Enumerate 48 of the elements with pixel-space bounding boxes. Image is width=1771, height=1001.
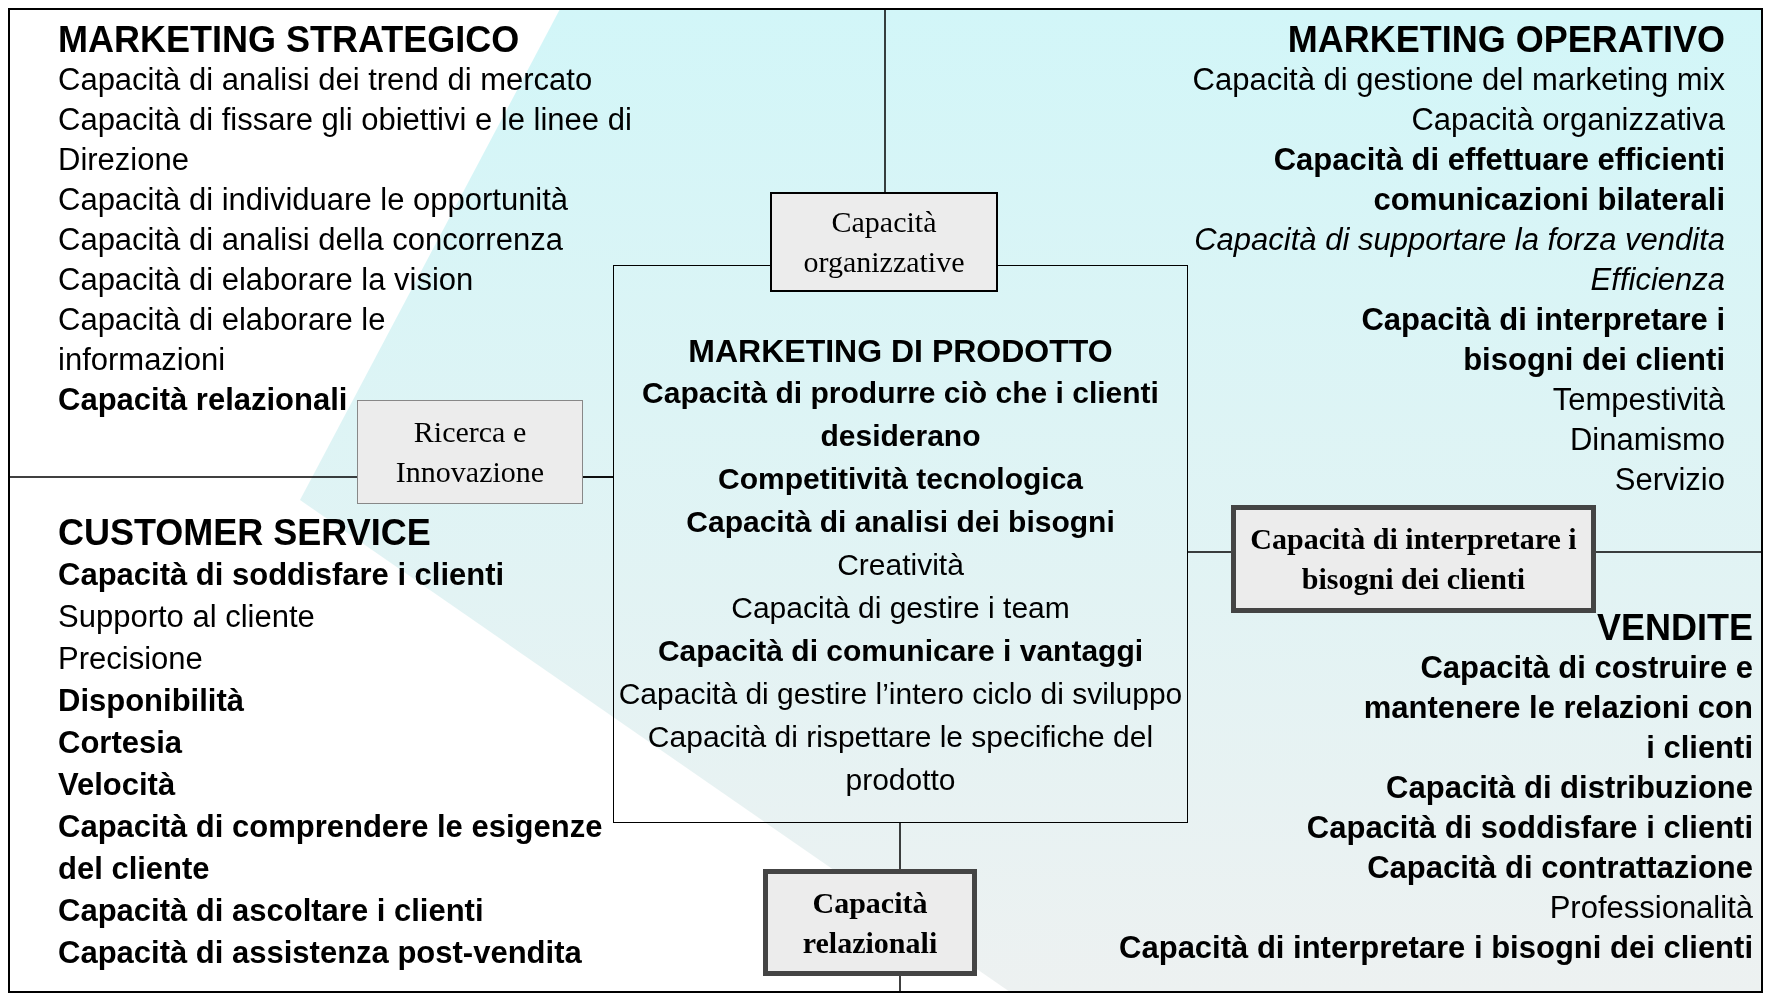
section-heading: MARKETING STRATEGICO xyxy=(58,20,520,60)
list-item: Capacità di rispettare le specifiche del prodotto xyxy=(646,719,1155,798)
list-item: Capacità di assistenza post-vendita xyxy=(58,934,582,972)
list-item: Capacità di elaborare la vision xyxy=(58,261,474,299)
list-item: Capacità di soddisfare i clienti xyxy=(58,556,505,594)
label-tag: Capacità relazionali xyxy=(763,869,977,976)
list-item: Capacità di ascoltare i clienti xyxy=(58,892,484,930)
list-item: Capacità di comunicare i vantaggi xyxy=(657,633,1144,669)
list-item: Capacità relazionali xyxy=(58,381,348,419)
list-item: Capacità di soddisfare i clienti xyxy=(1306,809,1753,847)
list-item: Capacità di analisi dei trend di mercato xyxy=(58,61,593,99)
list-item: Capacità di gestione del marketing mix xyxy=(1192,61,1725,99)
list-item: Capacità di gestire i team xyxy=(731,590,1070,626)
list-item: Cortesia xyxy=(58,724,183,762)
list-item: Professionalità xyxy=(1549,889,1753,927)
label-tag: Capacità di interpretare i bisogni dei clienti xyxy=(1231,505,1596,613)
list-item: Capacità organizzativa xyxy=(1411,101,1725,139)
list-item: Tempestività xyxy=(1552,381,1725,419)
section-heading: VENDITE xyxy=(1596,608,1753,648)
list-item: Capacità di costruire e mantenere le relazioni con i clienti xyxy=(1362,649,1753,767)
list-item: Capacità di analisi dei bisogni xyxy=(686,504,1115,540)
list-item: Precisione xyxy=(58,640,203,678)
list-item: Capacità di distribuzione xyxy=(1386,769,1753,807)
section-heading: MARKETING OPERATIVO xyxy=(1287,20,1725,60)
list-item: Capacità di comprendere le esigenze del cliente xyxy=(58,808,604,888)
list-item: Dinamismo xyxy=(1569,421,1725,459)
list-item: Capacità di analisi della concorrenza xyxy=(58,221,563,259)
list-item: Velocità xyxy=(58,766,176,804)
list-item: Capacità di individuare le opportunità xyxy=(58,181,569,219)
list-item: Capacità di supportare la forza vendita xyxy=(1194,221,1725,259)
list-item: Capacità di fissare gli obiettivi e le linee di Direzione xyxy=(58,101,633,179)
label-tag: Ricerca e Innovazione xyxy=(357,400,583,504)
section-heading: CUSTOMER SERVICE xyxy=(58,512,431,554)
list-item: Capacità di interpretare i bisogni dei clienti xyxy=(1119,929,1753,967)
list-item: Disponibilità xyxy=(58,682,244,720)
list-item: Competitività tecnologica xyxy=(717,461,1084,497)
section-heading: MARKETING DI PRODOTTO xyxy=(688,332,1113,371)
label-tag: Capacità organizzative xyxy=(770,192,998,292)
list-item: Capacità di effettuare efficienti comunicazioni bilaterali xyxy=(1272,141,1725,219)
list-item: Capacità di produrre ciò che i clienti desiderano xyxy=(641,375,1160,454)
list-item: Capacità di elaborare le informazioni xyxy=(58,301,387,379)
list-item: Supporto al cliente xyxy=(58,598,315,636)
list-item: Efficienza xyxy=(1590,261,1725,299)
list-item: Creatività xyxy=(837,547,964,583)
list-item: Capacità di contrattazione xyxy=(1367,849,1753,887)
list-item: Capacità di interpretare i bisogni dei clienti xyxy=(1360,301,1725,379)
list-item: Servizio xyxy=(1614,461,1725,499)
list-item: Capacità di gestire l’intero ciclo di sviluppo xyxy=(618,676,1183,712)
